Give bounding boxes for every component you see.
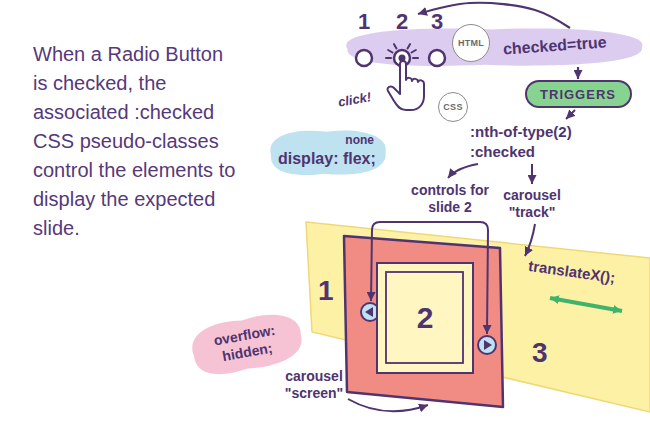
slide-number: 2 [417, 302, 434, 334]
controls-label: controls for slide 2 [398, 182, 502, 216]
next-control [478, 336, 496, 354]
slide-number: 1 [318, 276, 334, 306]
radio-number: 3 [422, 10, 452, 34]
radio-button: 2 [387, 10, 417, 70]
click-label: click! [337, 89, 373, 111]
badge-text: CSS [443, 102, 462, 112]
radio-button: 1 [349, 10, 379, 70]
css-blob: none display: flex; [266, 130, 388, 175]
css-badge: CSS [438, 92, 468, 122]
html-blob: checked=trueHTML [335, 28, 648, 66]
flow-arrow [577, 67, 579, 79]
slide-number: 3 [532, 338, 548, 368]
trigger-text: TRIGGERS [540, 87, 616, 102]
screen-frame [344, 236, 503, 407]
old-value: none [345, 133, 374, 147]
css-selector: :nth-of-type(2) :checked [470, 122, 620, 162]
leader-arrow [371, 230, 372, 301]
next-icon [484, 340, 492, 350]
pointing-hand [388, 61, 424, 110]
controls-bracket [372, 222, 488, 230]
track-illustration [305, 220, 650, 415]
translate-arrow [550, 298, 622, 311]
radio-circle [356, 50, 372, 66]
slide-frame: 2 [376, 262, 474, 374]
trigger-pill: TRIGGERS [525, 80, 632, 108]
click-ray [386, 57, 391, 59]
description-text: When a Radio Button is checked, the asso… [33, 40, 238, 243]
leader-arrow [525, 224, 535, 256]
leader-arrow [487, 230, 488, 334]
slide-inner-frame [386, 272, 463, 363]
radio-circle [429, 50, 445, 66]
leader-arrow [348, 399, 428, 411]
prev-icon [365, 307, 373, 317]
badge-text: HTML [458, 38, 484, 48]
radio-button: 3 [422, 10, 452, 70]
radio-number: 2 [387, 10, 417, 34]
track-label: carousel "track" [492, 187, 572, 221]
carousel-track: 1 3 2 [305, 220, 650, 415]
screen-label: carousel "screen" [268, 368, 360, 402]
click-ray [413, 57, 418, 59]
leader-arrow [448, 164, 478, 178]
radio-number: 1 [349, 10, 379, 34]
leader-arrow [531, 164, 533, 184]
blob-fill [270, 130, 385, 174]
blob-fill [346, 28, 642, 66]
html-badge: HTML [452, 24, 490, 62]
track-band [306, 222, 650, 412]
css-declaration: display: flex; [278, 149, 376, 168]
leader-arrow [566, 110, 575, 119]
